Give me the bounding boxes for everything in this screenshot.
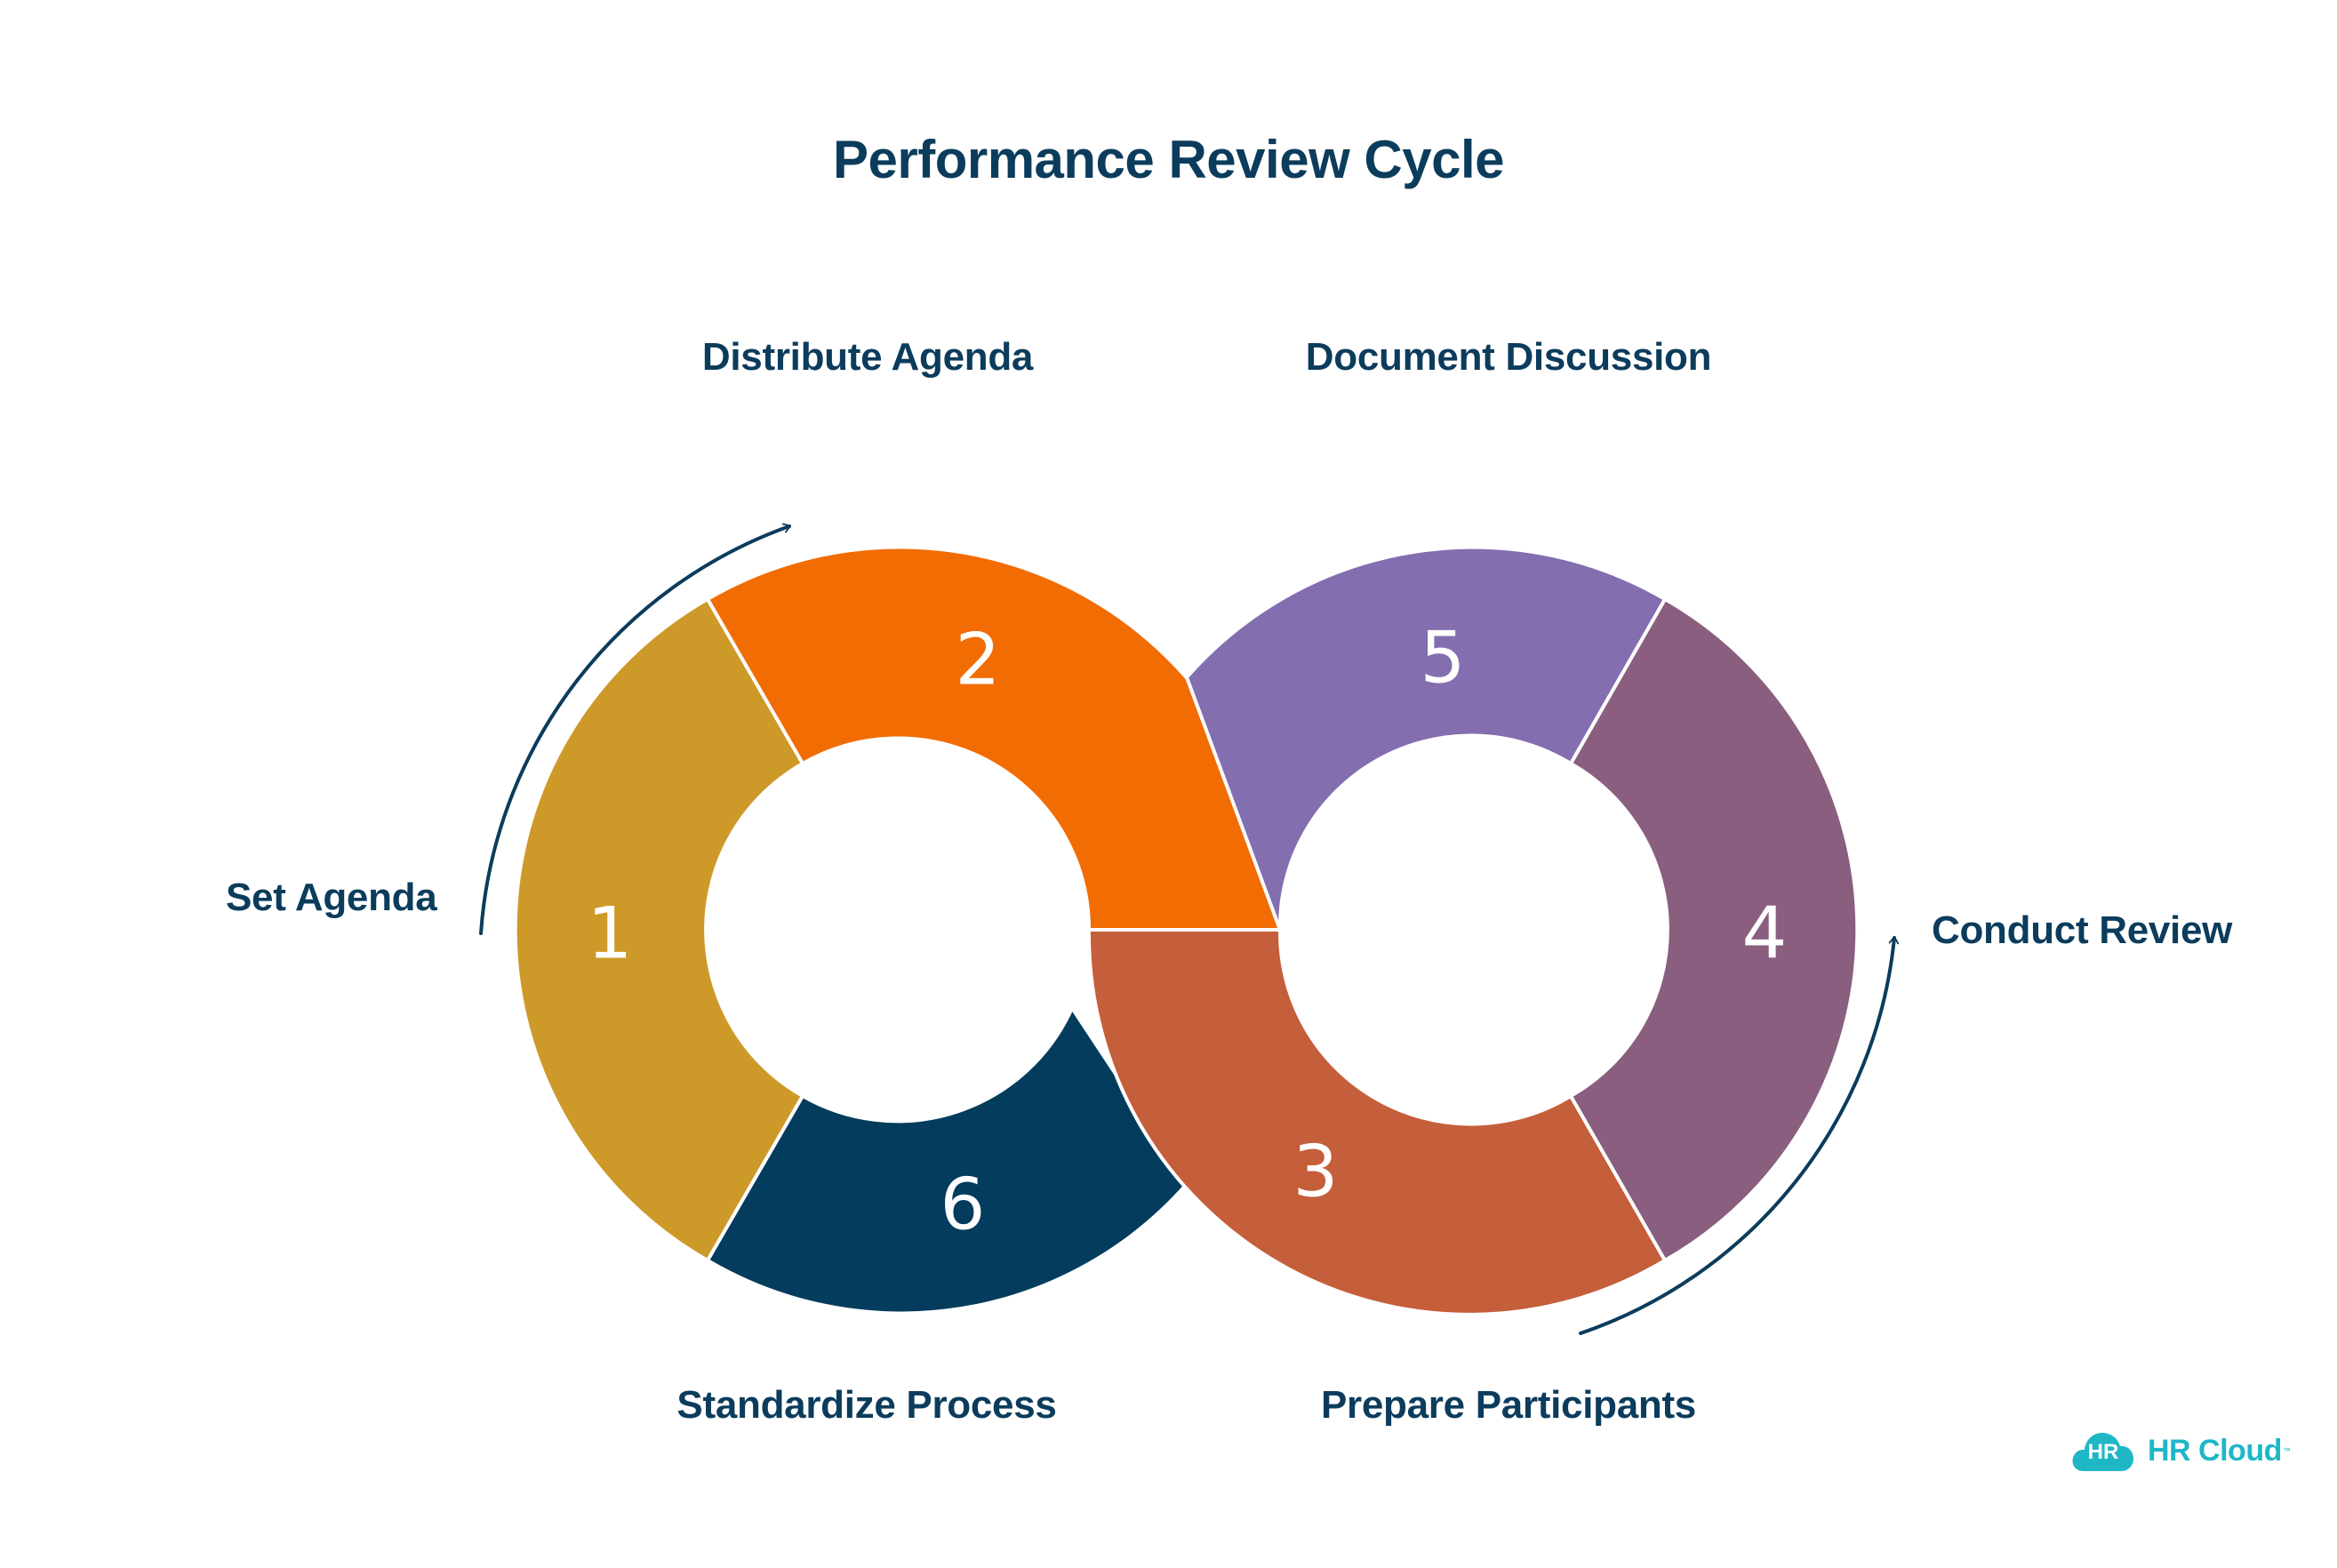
- logo-wordmark: HR Cloud: [2148, 1433, 2282, 1468]
- segment-3: [1086, 928, 1668, 1316]
- step-label-document-discussion: Document Discussion: [1305, 335, 1712, 379]
- step-label-distribute-agenda: Distribute Agenda: [701, 335, 1034, 379]
- cloud-badge-icon: HR: [2071, 1427, 2135, 1475]
- step-label-prepare-participants: Prepare Participants: [1321, 1383, 1696, 1427]
- segment-6: [705, 1004, 1190, 1316]
- page-title: Performance Review Cycle: [832, 130, 1505, 189]
- step-label-standardize-process: Standardize Process: [676, 1383, 1057, 1427]
- logo-trademark: ™: [2282, 1446, 2291, 1455]
- segment-5: [1184, 545, 1668, 931]
- direction-arrow-right: [1579, 935, 1900, 1335]
- hr-cloud-logo: HR HR Cloud ™: [2071, 1425, 2291, 1476]
- segment-4: [1568, 596, 1860, 1263]
- direction-arrow-left: [479, 523, 792, 935]
- segment-number-6: 6: [940, 1164, 986, 1246]
- segment-1: [513, 596, 805, 1263]
- segment-2: [705, 545, 1283, 932]
- segment-number-4: 4: [1742, 892, 1788, 975]
- step-label-set-agenda: Set Agenda: [226, 876, 437, 919]
- segment-number-1: 1: [588, 892, 633, 975]
- step-label-conduct-review: Conduct Review: [1932, 908, 2233, 952]
- logo-badge-text: HR: [2087, 1440, 2119, 1464]
- segment-number-2: 2: [956, 619, 1001, 701]
- segment-number-5: 5: [1421, 617, 1466, 700]
- segment-number-3: 3: [1293, 1131, 1339, 1213]
